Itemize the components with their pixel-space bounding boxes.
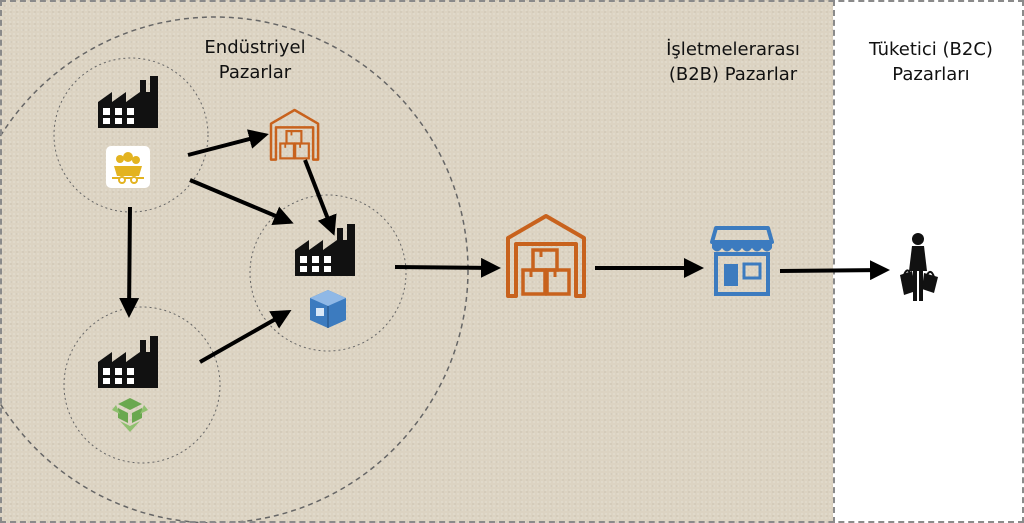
b2b-label-line1: İşletmelerarası [666,39,800,60]
mine-cart-icon [106,146,150,188]
industrial-label-line2: Pazarlar [218,62,292,83]
shopper-icon [900,233,938,301]
arrow-to-manufacturer [189,178,294,226]
warehouse-icon [506,214,586,298]
store-icon [710,226,774,296]
recycle-box-icon [112,398,148,432]
arrow-packaging-to-manufacturer [199,310,292,364]
arrow-to-packaging [119,206,140,318]
factory-icon [98,336,158,388]
b2b-markets-label: İşletmelerarası (B2B) Pazarlar [628,37,838,87]
raw-material-circle [53,57,209,213]
industrial-markets-label: Endüstriyel Pazarlar [170,35,340,85]
warehouse-icon [269,108,320,161]
industrial-label-line1: Endüstriyel [204,37,306,58]
manufacturer-circle [249,194,407,352]
package-icon [310,290,346,328]
flow-arrows [119,129,890,364]
b2c-label-line1: Tüketici (B2C) [869,39,993,60]
b2b-label-line2: (B2B) Pazarlar [668,64,798,85]
b2c-markets-label: Tüketici (B2C) Pazarları [838,37,1024,87]
industrial-markets-circle [0,16,469,523]
factory-icon [295,224,355,276]
b2c-label-line2: Pazarları [892,64,970,85]
b2c-divider [833,0,835,523]
arrow-warehouse-to-manufacturer [303,159,337,236]
packaging-circle [63,306,221,464]
arrow-to-consumer [779,260,890,281]
factory-icon [98,76,158,128]
arrow-to-distributor [394,257,501,278]
arrow-to-small-warehouse [187,129,269,157]
